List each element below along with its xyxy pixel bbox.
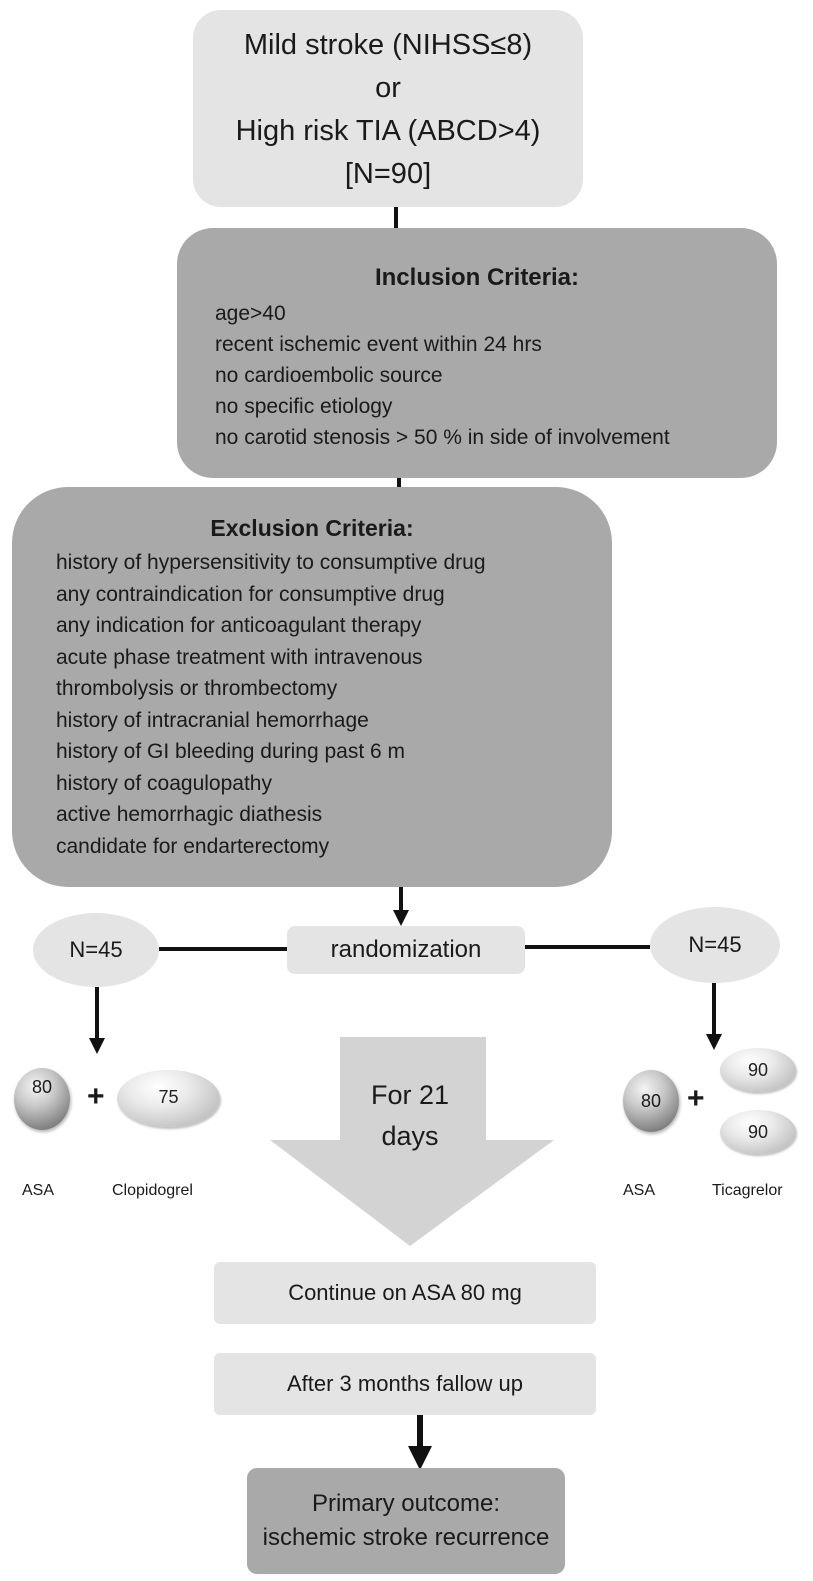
inclusion-list: age>40 recent ischemic event within 24 h…: [215, 298, 670, 453]
right-asa-label: ASA: [623, 1182, 656, 1199]
continue-asa-box: Continue on ASA 80 mg: [214, 1262, 596, 1324]
exclusion-item: thrombolysis or thrombectomy: [56, 677, 338, 700]
enrollment-box: Mild stroke (NIHSS≤8) or High risk TIA (…: [193, 10, 583, 207]
duration-line-2: days: [381, 1121, 439, 1151]
exclusion-item: active hemorrhagic diathesis: [56, 803, 323, 826]
exclusion-item: history of hypersensitivity to consumpti…: [56, 551, 486, 574]
exclusion-item: acute phase treatment with intravenous: [56, 645, 423, 669]
right-arm-count: N=45: [650, 907, 780, 983]
exclusion-list: history of hypersensitivity to consumpti…: [56, 547, 486, 862]
inclusion-criteria-box: Inclusion Criteria: age>40 recent ischem…: [177, 228, 777, 478]
right-asa-dose: 80: [640, 1091, 662, 1111]
inclusion-item: recent ischemic event within 24 hrs: [215, 333, 542, 356]
exclusion-item: any indication for anticoagulant therapy: [56, 614, 422, 637]
right-plus-icon: +: [687, 1082, 705, 1115]
randomization-box: randomization: [287, 926, 525, 974]
right-ticagrelor-pill-icon-1: 90: [720, 1048, 796, 1092]
enrollment-line-3: High risk TIA (ABCD>4): [235, 115, 541, 147]
followup-box: After 3 months fallow up: [214, 1353, 596, 1415]
inclusion-item: no cardioembolic source: [215, 364, 443, 387]
left-arm-count: N=45: [33, 913, 159, 987]
duration-line-1: For 21: [370, 1080, 450, 1110]
exclusion-item: candidate for endarterectomy: [56, 834, 330, 858]
exclusion-item: history of GI bleeding during past 6 m: [56, 740, 406, 763]
inclusion-item: no carotid stenosis > 50 % in side of in…: [215, 426, 670, 449]
left-clopidogrel-pill-icon: 75: [117, 1070, 220, 1127]
right-ticagrelor-dose-2: 90: [747, 1122, 769, 1142]
left-clopidogrel-dose: 75: [158, 1087, 179, 1107]
inclusion-title: Inclusion Criteria:: [374, 264, 580, 291]
enrollment-line-1: Mild stroke (NIHSS≤8): [243, 29, 533, 61]
exclusion-title: Exclusion Criteria:: [210, 515, 414, 541]
enrollment-line-4: [N=90]: [344, 158, 432, 190]
left-asa-dose: 80: [31, 1077, 53, 1097]
enrollment-line-2: or: [375, 72, 401, 104]
duration-label: For 21 days: [340, 1075, 480, 1157]
outcome-line-2: ischemic stroke recurrence: [262, 1524, 550, 1551]
left-plus-icon: +: [87, 1080, 105, 1113]
duration-big-arrow: [270, 1037, 554, 1246]
right-asa-pill-icon: 80: [623, 1070, 679, 1132]
left-asa-pill-icon: 80: [14, 1068, 70, 1130]
right-ticagrelor-pill-icon-2: 90: [720, 1110, 796, 1154]
outcome-line-1: Primary outcome:: [311, 1490, 501, 1517]
right-drug-label: Ticagrelor: [712, 1182, 783, 1199]
exclusion-item: history of coagulopathy: [56, 771, 272, 795]
inclusion-item: age>40: [215, 302, 286, 325]
exclusion-criteria-box: Exclusion Criteria: history of hypersens…: [12, 487, 612, 887]
inclusion-item: no specific etiology: [215, 395, 393, 418]
exclusion-item: history of intracranial hemorrhage: [56, 708, 369, 732]
right-ticagrelor-dose-1: 90: [747, 1060, 769, 1080]
left-drug-label: Clopidogrel: [112, 1182, 193, 1199]
primary-outcome-box: Primary outcome: ischemic stroke recurre…: [247, 1468, 565, 1574]
left-asa-label: ASA: [22, 1182, 55, 1199]
exclusion-item: any contraindication for consumptive dru…: [56, 582, 445, 606]
